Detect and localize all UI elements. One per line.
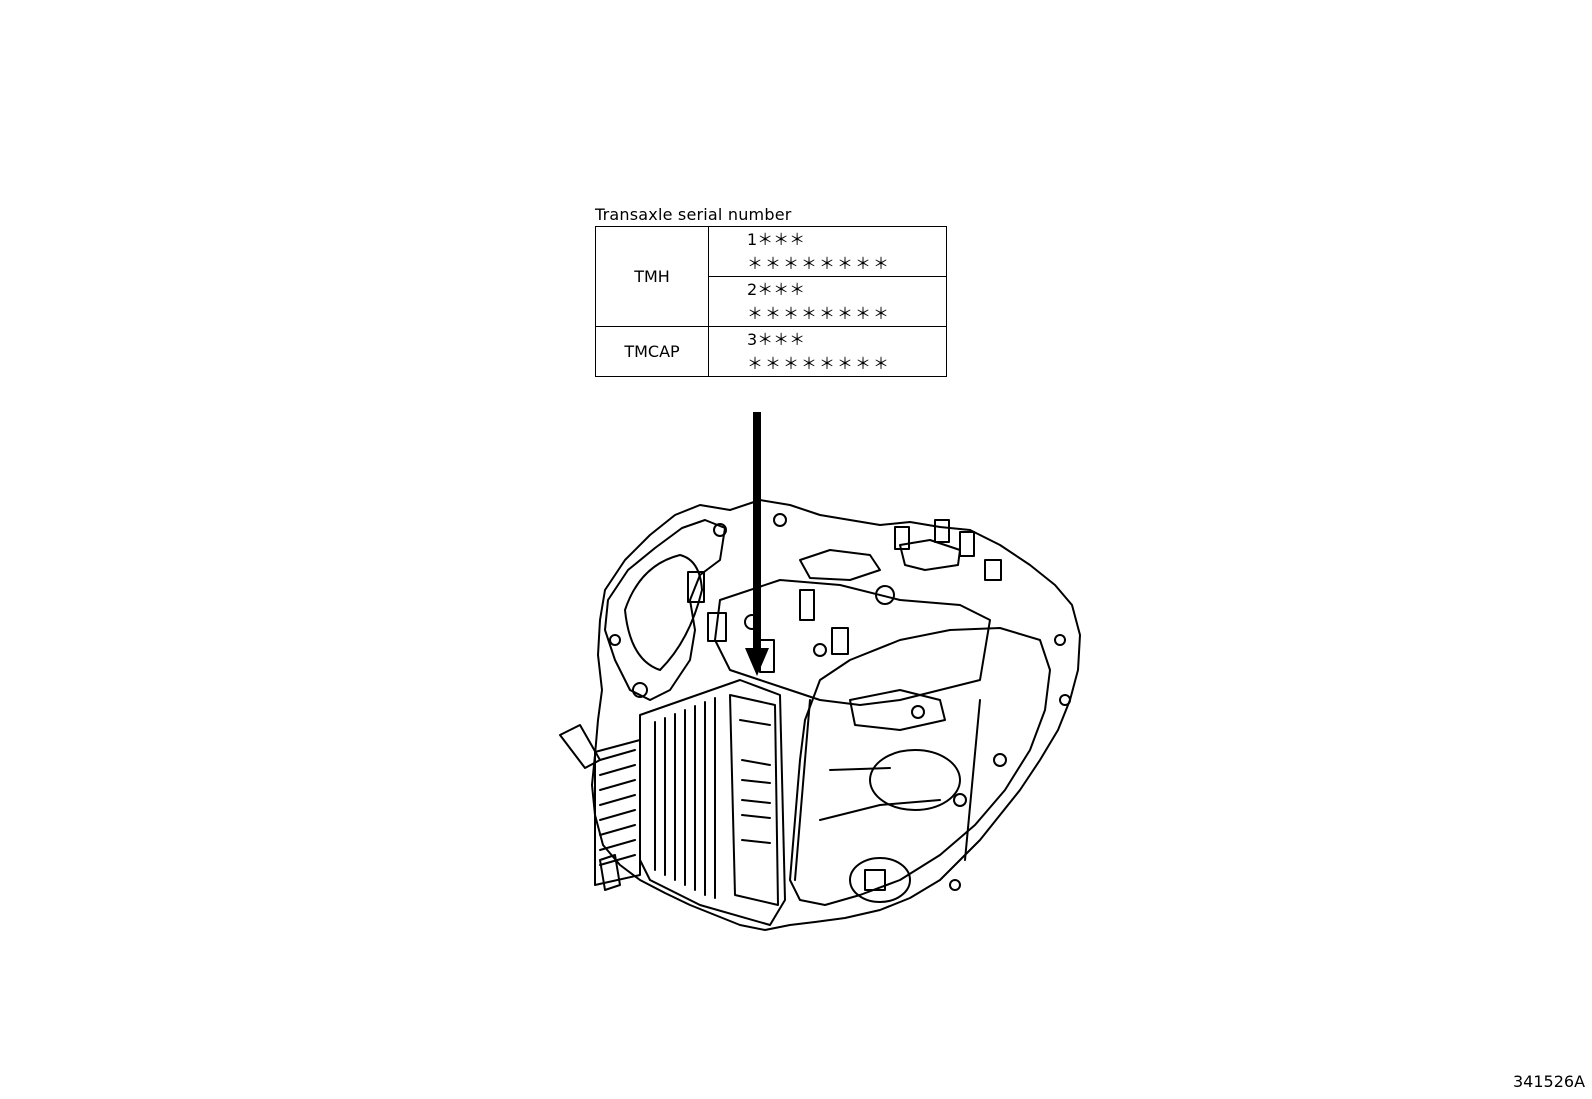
table-row: TMH 1＊＊＊ ＊＊＊＊＊＊＊＊ (595, 226, 947, 327)
serial-prefix: 1＊＊＊ (747, 229, 806, 249)
table-row: 2＊＊＊ ＊＊＊＊＊＊＊＊ (596, 276, 947, 327)
serial-code-cell: 3＊＊＊ ＊＊＊＊＊＊＊＊ (708, 326, 947, 377)
serial-suffix: ＊＊＊＊＊＊＊＊ (747, 253, 892, 273)
serial-suffix: ＊＊＊＊＊＊＊＊ (747, 353, 892, 373)
transaxle-illustration (559, 499, 1081, 931)
serial-prefix: 3＊＊＊ (747, 329, 806, 349)
indicator-arrow (745, 412, 769, 676)
serial-code-cell: 1＊＊＊ ＊＊＊＊＊＊＊＊ (708, 226, 947, 277)
serial-number-table: TMH 1＊＊＊ ＊＊＊＊＊＊＊＊ 2＊＊＊ ＊＊＊＊＊＊＊＊ TMCAP 3＊… (595, 226, 947, 377)
figure-reference-id: 341526A (1513, 1072, 1586, 1091)
table-row: TMCAP 3＊＊＊ ＊＊＊＊＊＊＊＊ (595, 326, 947, 377)
manufacturer-cell: TMCAP (595, 326, 709, 377)
serial-suffix: ＊＊＊＊＊＊＊＊ (747, 303, 892, 323)
manufacturer-cell: TMH (595, 226, 709, 327)
serial-code-cell: 2＊＊＊ ＊＊＊＊＊＊＊＊ (708, 276, 947, 327)
serial-number-caption: Transaxle serial number (595, 205, 792, 224)
serial-prefix: 2＊＊＊ (747, 279, 806, 299)
